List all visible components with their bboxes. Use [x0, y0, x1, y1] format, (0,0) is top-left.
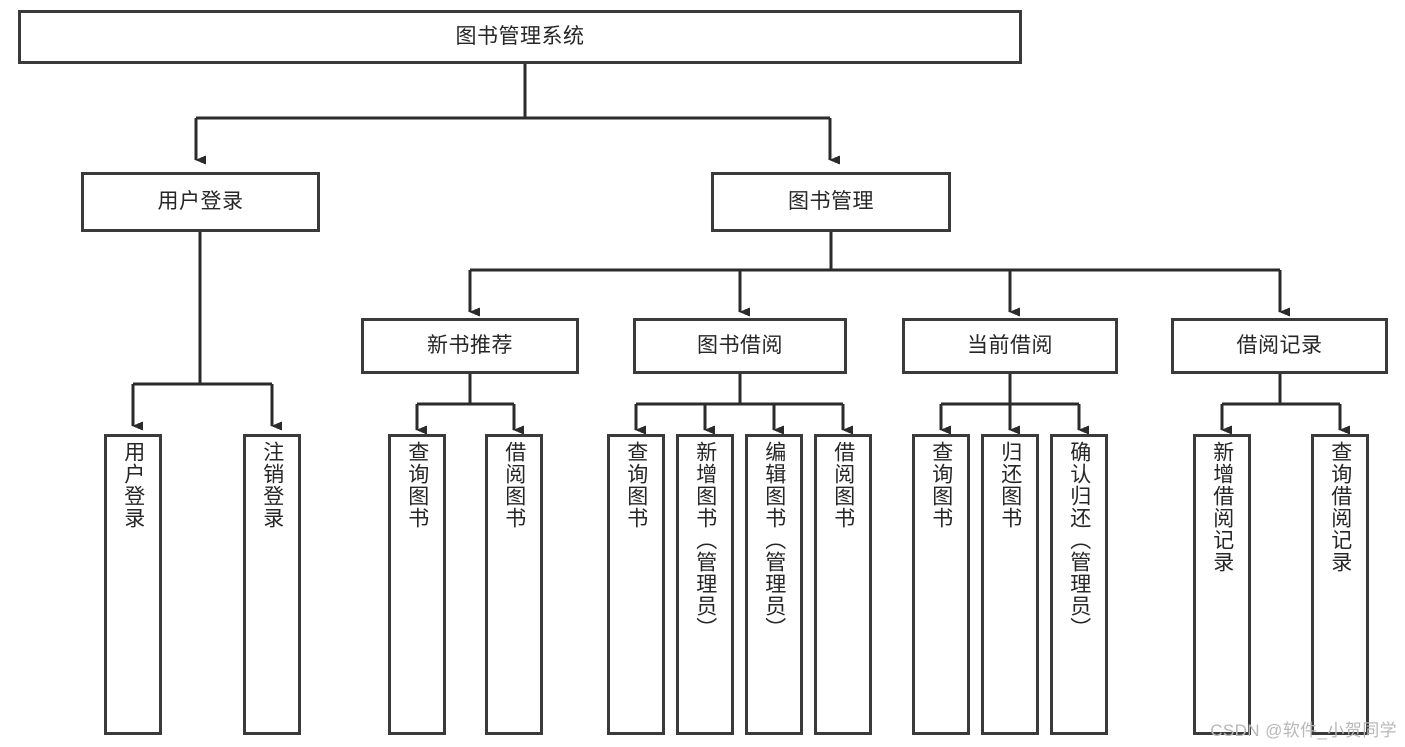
leaf-borrow-book-new-label: 借阅图书 [502, 441, 526, 529]
leaf-user-login[interactable]: 用户登录 [104, 434, 162, 735]
leaf-query-borrow-record[interactable]: 查询借阅记录 [1311, 434, 1369, 735]
leaf-return-book-label: 归还图书 [998, 441, 1022, 529]
node-book-borrow-label: 图书借阅 [697, 333, 783, 357]
leaf-query-book-borrow[interactable]: 查询图书 [607, 434, 665, 735]
leaf-query-borrow-record-label: 查询借阅记录 [1328, 441, 1352, 573]
leaf-query-book-current[interactable]: 查询图书 [912, 434, 970, 735]
leaf-edit-book-admin[interactable]: 编辑图书（管理员） [745, 434, 803, 735]
node-current-borrow[interactable]: 当前借阅 [902, 318, 1118, 374]
leaf-query-book-current-label: 查询图书 [929, 441, 953, 529]
leaf-borrow-book[interactable]: 借阅图书 [814, 434, 872, 735]
leaf-user-login-label: 用户登录 [121, 441, 145, 529]
leaf-query-book-borrow-label: 查询图书 [624, 441, 648, 529]
leaf-add-borrow-record-label: 新增借阅记录 [1210, 441, 1234, 573]
leaf-return-book[interactable]: 归还图书 [981, 434, 1039, 735]
node-borrow-record[interactable]: 借阅记录 [1171, 318, 1388, 374]
watermark: CSDN @软件_小贺同学 [1210, 721, 1397, 740]
node-new-book-recommend-label: 新书推荐 [427, 333, 513, 357]
leaf-borrow-book-new[interactable]: 借阅图书 [485, 434, 543, 735]
node-user-login-label: 用户登录 [157, 189, 244, 213]
node-new-book-recommend[interactable]: 新书推荐 [361, 318, 579, 374]
leaf-query-book-new-label: 查询图书 [405, 441, 429, 529]
leaf-confirm-return-admin[interactable]: 确认归还（管理员） [1050, 434, 1108, 735]
node-book-management[interactable]: 图书管理 [711, 172, 951, 232]
leaf-logout-label: 注销登录 [260, 441, 284, 529]
node-book-management-label: 图书管理 [788, 189, 874, 213]
leaf-edit-book-admin-label: 编辑图书（管理员） [762, 441, 786, 639]
node-user-login[interactable]: 用户登录 [81, 172, 320, 232]
leaf-query-book-new[interactable]: 查询图书 [388, 434, 446, 735]
node-book-borrow[interactable]: 图书借阅 [633, 318, 847, 374]
leaf-borrow-book-label: 借阅图书 [831, 441, 855, 529]
leaf-add-book-admin-label: 新增图书（管理员） [693, 441, 717, 639]
node-borrow-record-label: 借阅记录 [1236, 333, 1323, 357]
leaf-confirm-return-admin-label: 确认归还（管理员） [1067, 441, 1091, 639]
node-current-borrow-label: 当前借阅 [967, 333, 1053, 357]
leaf-logout[interactable]: 注销登录 [243, 434, 301, 735]
node-root-label: 图书管理系统 [455, 24, 585, 48]
leaf-add-book-admin[interactable]: 新增图书（管理员） [676, 434, 734, 735]
node-root[interactable]: 图书管理系统 [18, 10, 1022, 64]
leaf-add-borrow-record[interactable]: 新增借阅记录 [1193, 434, 1251, 735]
